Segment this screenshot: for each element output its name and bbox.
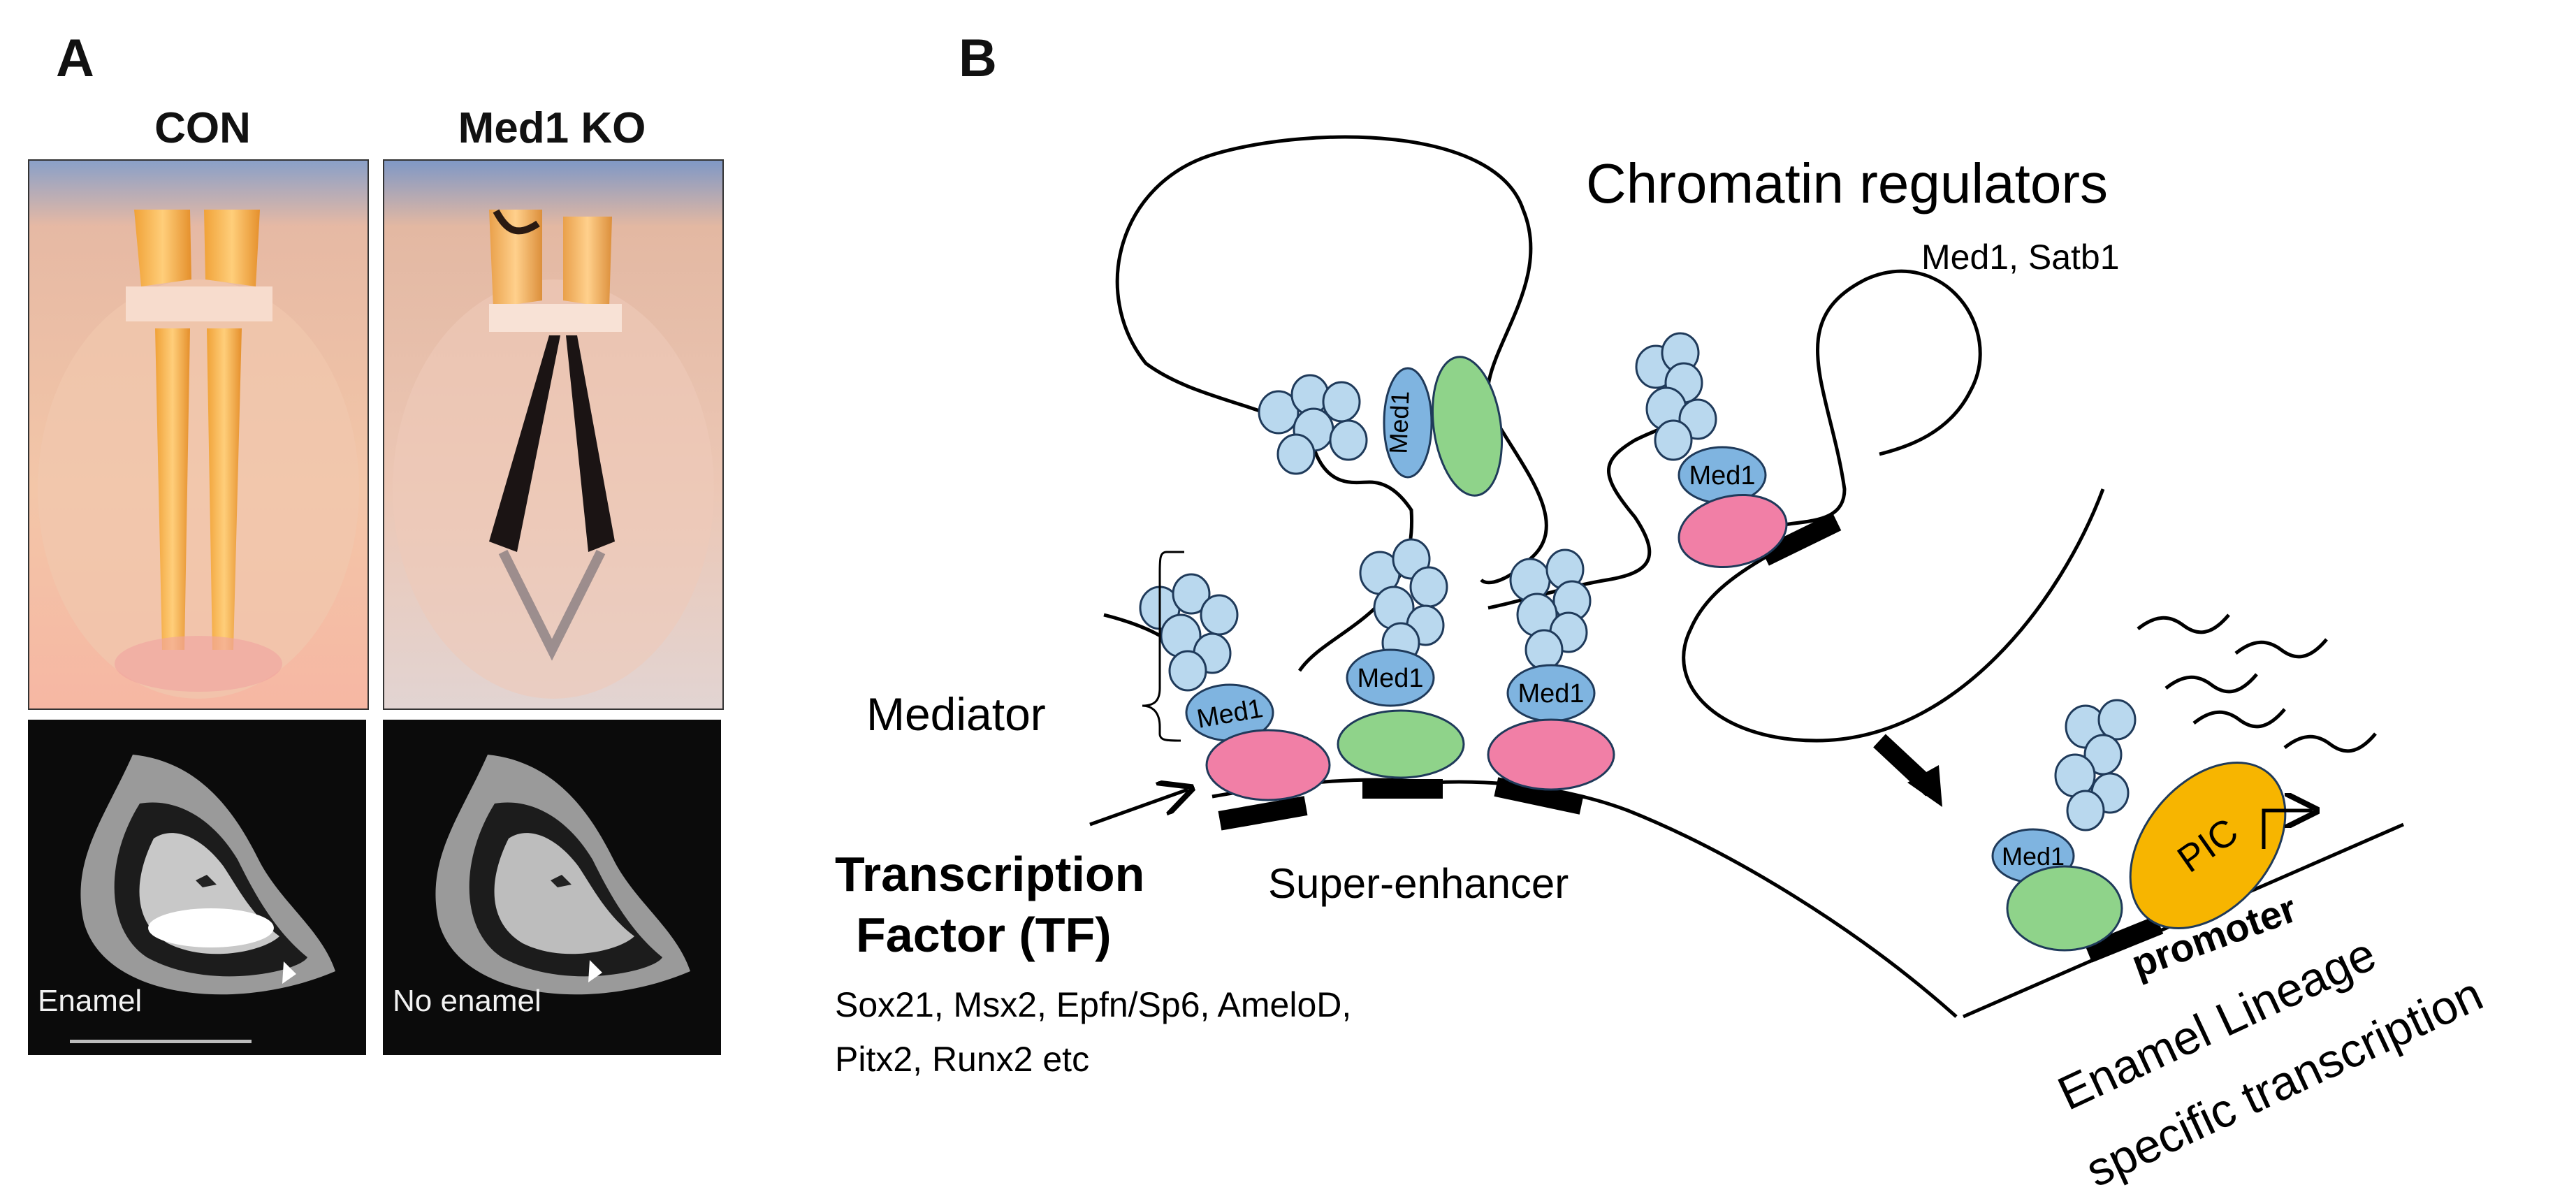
med1-label: Med1 (1518, 679, 1584, 708)
super-enhancer-label: Super-enhancer (1268, 860, 1569, 907)
panel-a-letter: A (56, 29, 94, 88)
green-factor (1337, 709, 1465, 779)
mediator-complex (1359, 538, 1448, 664)
tf-examples-line2: Pitx2, Runx2 etc (835, 1040, 1089, 1079)
mediator-complex (2054, 699, 2137, 831)
no-enamel-label: No enamel (393, 984, 541, 1018)
chromatin-fiber (1682, 269, 2105, 743)
enhancer-segment (1362, 779, 1443, 799)
chromatin-fiber (1115, 135, 1548, 672)
green-factor (2006, 865, 2123, 952)
mediator-label: Mediator (866, 688, 1046, 740)
tf-examples-line1: Sox21, Msx2, Epfn/Sp6, AmeloD, (835, 985, 1351, 1024)
mediator-complex (1509, 548, 1592, 671)
scale-bar (70, 1040, 252, 1043)
promoter-segment (2084, 915, 2164, 963)
enhancer-segment (1218, 796, 1308, 831)
tf-title-line1: Transcription (835, 847, 1144, 901)
transcript-squiggles (2137, 613, 2377, 753)
med1-label: Med1 (1383, 391, 1414, 454)
enhancer-segment (1494, 777, 1584, 815)
med1-protein (1383, 367, 1433, 479)
chromatin-regulators-examples: Med1, Satb1 (1921, 238, 2120, 277)
mediator-complex (1258, 374, 1368, 475)
med1-ko-ct-scan: No enamel (383, 720, 721, 1055)
tf-title-line2: Factor (TF) (856, 908, 1112, 962)
tf-protein (1678, 493, 1788, 569)
pic-complex (2129, 762, 2287, 929)
med1-label: Med1 (1689, 461, 1755, 490)
enamel-label: Enamel (38, 984, 143, 1018)
mediator-bracket (1142, 551, 1184, 742)
tss-arrow (2262, 811, 2313, 849)
med1-ko-incisor-photo (383, 159, 724, 710)
mediator-complex (1635, 332, 1717, 461)
column-title-con: CON (154, 104, 251, 152)
column-title-med1-ko: Med1 KO (458, 104, 646, 152)
med1-label: Med1 (1357, 664, 1423, 693)
tf-arrow (1089, 790, 1188, 827)
chromatin-regulators-title: Chromatin regulators (1586, 152, 2108, 215)
med1-protein (1346, 648, 1435, 707)
med1-label: Med1 (2002, 842, 2065, 871)
transition-arrow-head (1907, 765, 1942, 807)
tf-protein (1205, 729, 1331, 801)
con-incisor-photo (28, 159, 369, 710)
tf-protein (1487, 718, 1615, 791)
green-factor (1431, 356, 1504, 497)
enhancer-segment (1760, 512, 1842, 566)
panel-b-letter: B (959, 29, 997, 88)
con-ct-scan: Enamel (28, 720, 366, 1055)
